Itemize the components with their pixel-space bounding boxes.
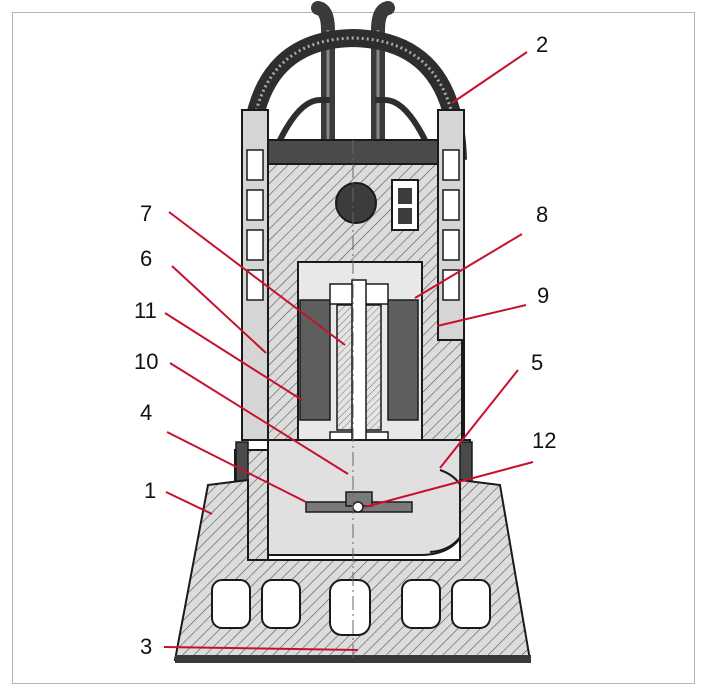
- figure-frame: [12, 12, 695, 684]
- callout-1: 1: [144, 478, 156, 503]
- base-plate: [175, 655, 531, 663]
- leader-2: [451, 51, 528, 104]
- leader-8: [414, 233, 523, 299]
- leader-lines: [163, 51, 534, 651]
- leader-7: [168, 211, 346, 346]
- leader-5: [439, 369, 519, 469]
- power-cables: [311, 1, 395, 157]
- leader-4: [166, 431, 307, 503]
- stator-winding-left: [299, 299, 331, 421]
- callout-7: 7: [140, 201, 152, 226]
- leader-12: [364, 461, 534, 508]
- callout-3: 3: [140, 634, 152, 659]
- leader-10: [169, 362, 349, 475]
- callout-2: 2: [536, 32, 548, 57]
- callout-10: 10: [134, 349, 158, 374]
- leader-6: [171, 265, 267, 354]
- leader-3: [163, 646, 359, 651]
- stator-winding-right: [387, 299, 419, 421]
- callout-11: 11: [134, 298, 157, 323]
- callout-5: 5: [531, 350, 543, 375]
- callout-12: 12: [532, 428, 556, 453]
- capacitor: [335, 182, 377, 224]
- carry-handle: [241, 28, 467, 161]
- callout-6: 6: [140, 246, 152, 271]
- callout-9: 9: [537, 283, 549, 308]
- leader-11: [164, 312, 303, 401]
- callout-4: 4: [140, 400, 152, 425]
- terminal-block: [391, 179, 419, 231]
- callout-labels: 1 2 3 4 5 6 7 8 9 10 11 12: [134, 32, 556, 659]
- strainer-openings: [211, 579, 491, 636]
- leader-9: [436, 304, 527, 327]
- leader-1: [165, 491, 213, 515]
- callout-8: 8: [536, 202, 548, 227]
